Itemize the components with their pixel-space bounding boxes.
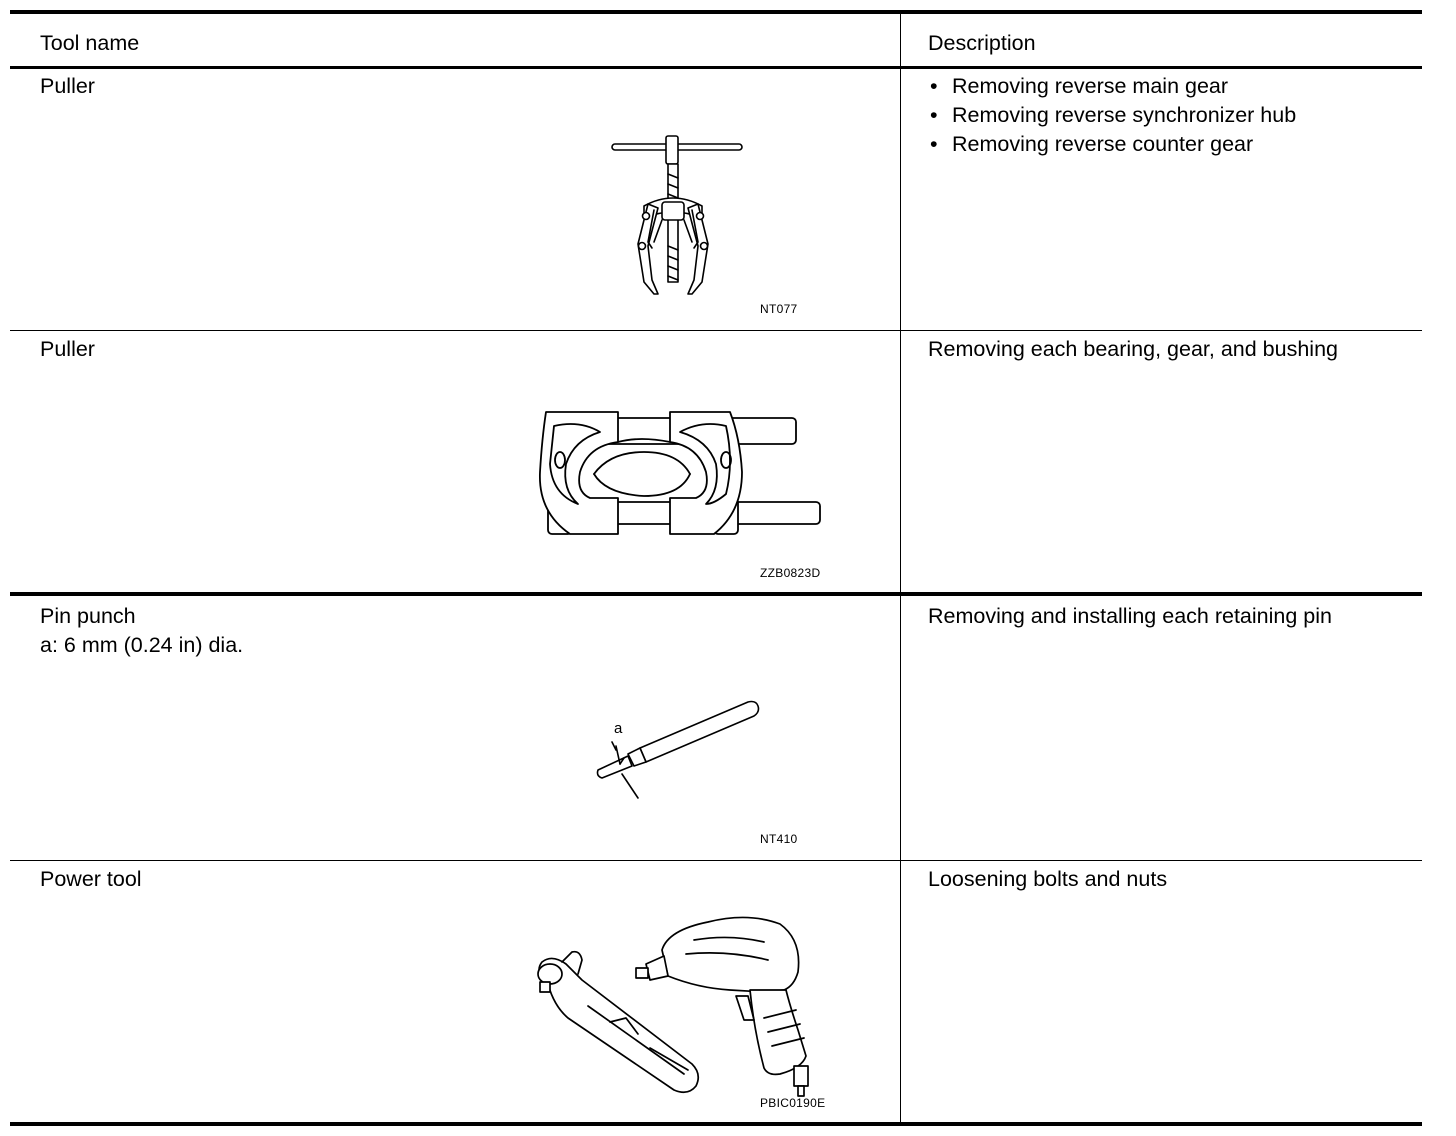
dimension-label-a: a bbox=[614, 720, 623, 737]
row-1-description-item: Removing reverse counter gear bbox=[928, 130, 1296, 159]
row-1-description-item: Removing reverse main gear bbox=[928, 72, 1296, 101]
bearing-splitter-icon bbox=[530, 402, 826, 538]
row-3-tool-spec: a: 6 mm (0.24 in) dia. bbox=[40, 633, 244, 657]
air-ratchet-and-impact-wrench-icon bbox=[518, 910, 818, 1100]
row-1-tool-name: Puller bbox=[40, 74, 95, 98]
row-1-description-list: Removing reverse main gear Removing reve… bbox=[928, 72, 1296, 159]
column-divider bbox=[900, 14, 901, 1122]
row-2-tool-name: Puller bbox=[40, 337, 95, 361]
row-2-description: Removing each bearing, gear, and bushing bbox=[928, 337, 1338, 361]
figure-code: ZZB0823D bbox=[760, 566, 821, 580]
row-3-tool-name: Pin punch bbox=[40, 604, 136, 628]
top-border bbox=[10, 10, 1422, 14]
header-description: Description bbox=[928, 31, 1036, 55]
header-tool-name: Tool name bbox=[40, 31, 140, 55]
pin-punch-icon bbox=[588, 694, 768, 804]
header-divider bbox=[10, 66, 1422, 69]
figure-code: NT077 bbox=[760, 302, 798, 316]
row-divider bbox=[10, 860, 1422, 861]
row-divider-bold bbox=[10, 592, 1422, 596]
figure-code: PBIC0190E bbox=[760, 1096, 826, 1110]
row-4-tool-name: Power tool bbox=[40, 867, 142, 891]
two-jaw-puller-icon bbox=[608, 134, 748, 302]
figure-code: NT410 bbox=[760, 832, 798, 846]
row-1-description-item: Removing reverse synchronizer hub bbox=[928, 101, 1296, 130]
bottom-border bbox=[10, 1122, 1422, 1126]
row-divider bbox=[10, 330, 1422, 331]
row-3-description: Removing and installing each retaining p… bbox=[928, 604, 1332, 628]
special-tools-table: Tool name Description Puller Removing re… bbox=[10, 10, 1422, 1126]
row-4-description: Loosening bolts and nuts bbox=[928, 867, 1168, 891]
